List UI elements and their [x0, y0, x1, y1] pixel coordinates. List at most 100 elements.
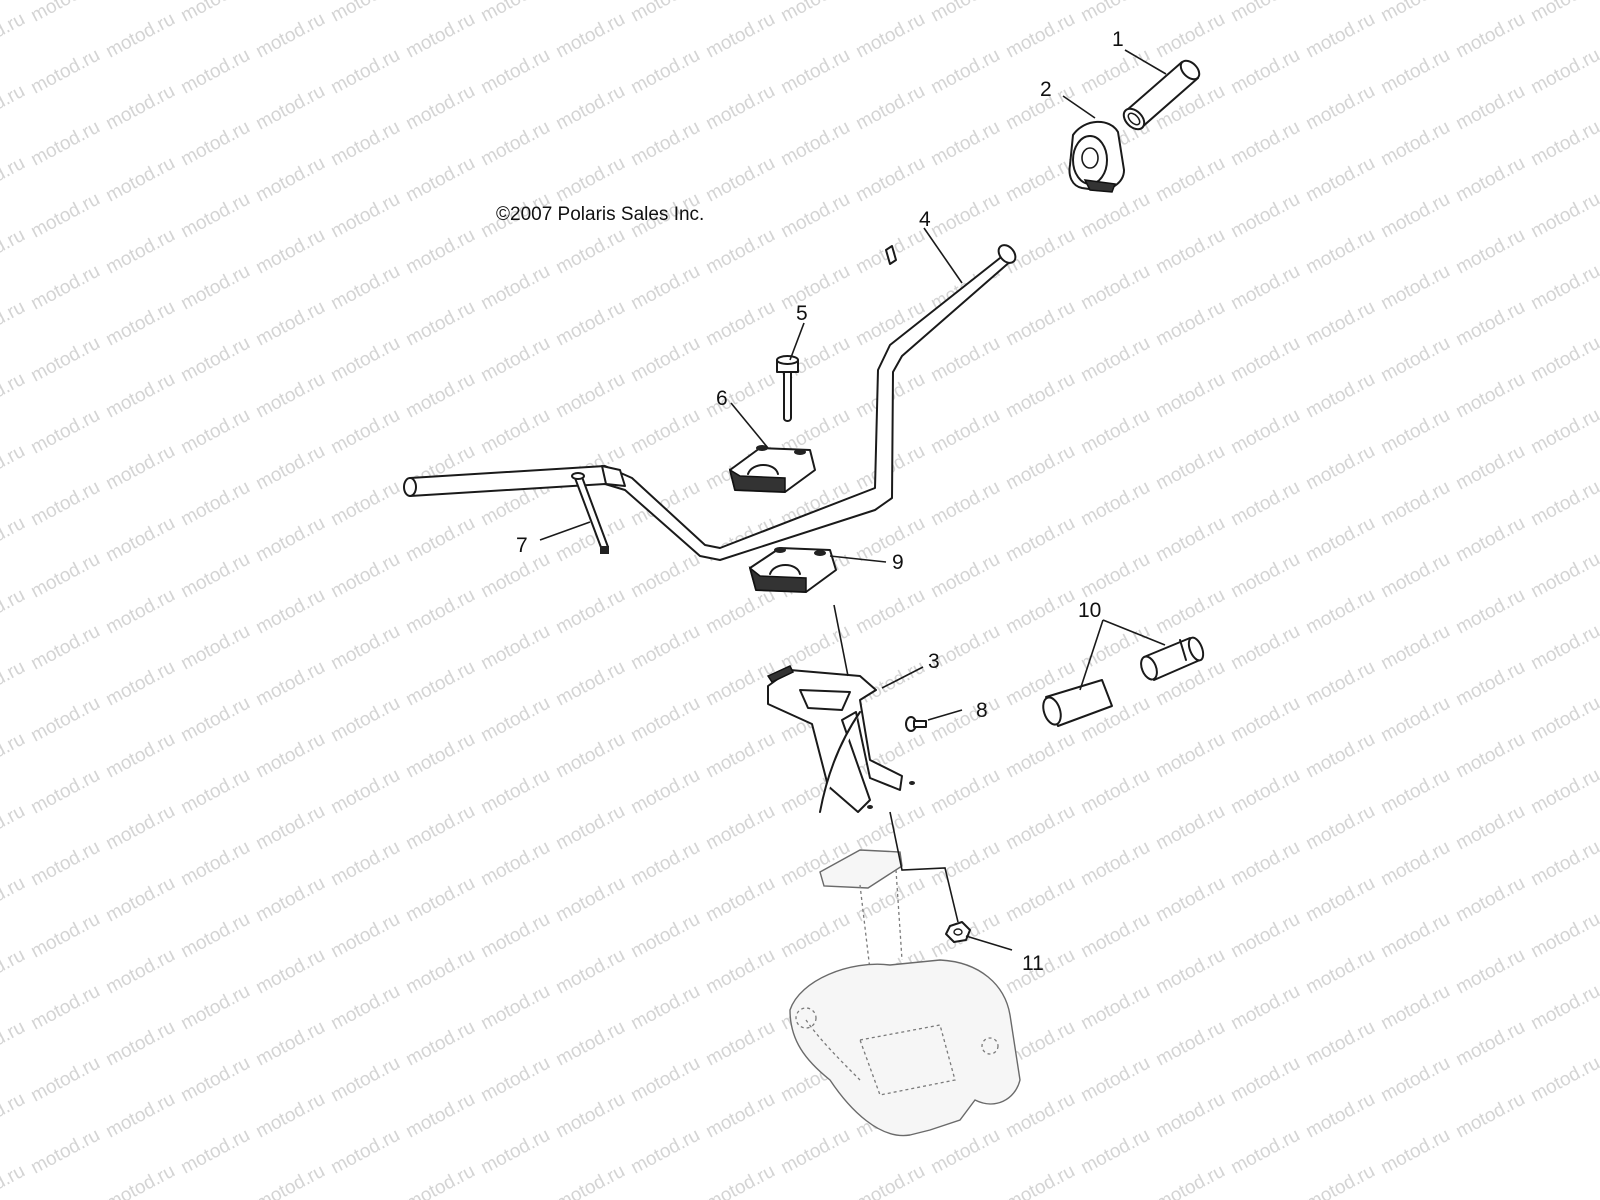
- watermark-text: motod.ru: [0, 513, 29, 567]
- watermark-text: motod.ru: [1002, 441, 1078, 495]
- watermark-text: motod.ru: [177, 0, 253, 26]
- watermark-text: motod.ru: [1152, 1017, 1228, 1071]
- watermark-text: motod.ru: [1452, 369, 1528, 423]
- watermark-text: motod.ru: [552, 873, 628, 927]
- watermark-text: motod.ru: [327, 0, 403, 26]
- watermark-text: motod.ru: [102, 225, 178, 279]
- watermark-text: motod.ru: [477, 621, 553, 675]
- watermark-text: motod.ru: [402, 945, 478, 999]
- watermark-text: motod.ru: [1227, 837, 1303, 891]
- watermark-text: motod.ru: [0, 81, 29, 135]
- watermark-text: motod.ru: [177, 45, 253, 99]
- watermark-text: motod.ru: [1377, 333, 1453, 387]
- watermark-text: motod.ru: [402, 153, 478, 207]
- watermark-text: motod.ru: [1302, 513, 1378, 567]
- watermark-text: motod.ru: [552, 9, 628, 63]
- watermark-text: motod.ru: [102, 441, 178, 495]
- watermark-text: motod.ru: [1377, 693, 1453, 747]
- watermark-text: motod.ru: [0, 945, 29, 999]
- watermark-text: motod.ru: [177, 765, 253, 819]
- watermark-text: motod.ru: [702, 1161, 778, 1200]
- watermark-text: motod.ru: [252, 9, 328, 63]
- watermark-text: motod.ru: [327, 189, 403, 243]
- watermark-text: motod.ru: [702, 801, 778, 855]
- watermark-text: motod.ru: [1227, 1053, 1303, 1107]
- watermark-text: motod.ru: [402, 657, 478, 711]
- watermark-text: motod.ru: [252, 441, 328, 495]
- watermark-text: motod.ru: [1152, 513, 1228, 567]
- upper-clamp-part: [728, 445, 816, 493]
- watermark-text: motod.ru: [1452, 9, 1528, 63]
- callout-4: 4: [919, 208, 931, 231]
- watermark-text: motod.ru: [252, 369, 328, 423]
- watermark-text: motod.ru: [177, 405, 253, 459]
- nut-part: [945, 921, 971, 943]
- watermark-text: motod.ru: [1002, 729, 1078, 783]
- watermark-text: motod.ru: [552, 297, 628, 351]
- watermark-text: motod.ru: [1077, 189, 1153, 243]
- watermark-text: motod.ru: [177, 549, 253, 603]
- watermark-text: motod.ru: [1527, 1053, 1600, 1107]
- grip-end-part: [1068, 120, 1125, 193]
- watermark-text: motod.ru: [927, 765, 1003, 819]
- watermark-text: motod.ru: [702, 153, 778, 207]
- watermark-text: motod.ru: [852, 81, 928, 135]
- watermark-text: motod.ru: [1302, 1089, 1378, 1143]
- watermark-text: motod.ru: [927, 0, 1003, 26]
- watermark-text: motod.ru: [252, 729, 328, 783]
- watermark-text: motod.ru: [852, 153, 928, 207]
- watermark-text: motod.ru: [1452, 153, 1528, 207]
- callouts: 1 2 3 4 5 6 7 8 9 10 11: [516, 28, 1124, 975]
- watermark-text: motod.ru: [1452, 945, 1528, 999]
- watermark-text: motod.ru: [1227, 405, 1303, 459]
- watermark-text: motod.ru: [177, 1125, 253, 1179]
- watermark-text: motod.ru: [402, 9, 478, 63]
- watermark-text: motod.ru: [27, 981, 103, 1035]
- watermark-text: motod.ru: [477, 981, 553, 1035]
- leader-lines: [539, 49, 1167, 951]
- callout-3: 3: [928, 650, 940, 673]
- watermark-text: motod.ru: [102, 153, 178, 207]
- grip-tube-part: [1122, 59, 1201, 131]
- watermark-text: motod.ru: [777, 1125, 853, 1179]
- watermark-text: motod.ru: [852, 513, 928, 567]
- watermark-text: motod.ru: [702, 1089, 778, 1143]
- watermark-text: motod.ru: [1377, 1125, 1453, 1179]
- watermark-text: motod.ru: [627, 909, 703, 963]
- watermark-text: motod.ru: [1227, 477, 1303, 531]
- watermark-text: motod.ru: [327, 405, 403, 459]
- watermark-text: motod.ru: [927, 117, 1003, 171]
- watermark-text: motod.ru: [1452, 441, 1528, 495]
- watermark-text: motod.ru: [327, 333, 403, 387]
- watermark-text: motod.ru: [1077, 261, 1153, 315]
- watermark-text: motod.ru: [1302, 945, 1378, 999]
- watermark-text: motod.ru: [552, 1161, 628, 1200]
- watermark-text: motod.ru: [1227, 765, 1303, 819]
- watermark-text: motod.ru: [1377, 837, 1453, 891]
- watermark-text: motod.ru: [327, 981, 403, 1035]
- watermark-text: motod.ru: [177, 693, 253, 747]
- watermark-text: motod.ru: [1077, 837, 1153, 891]
- watermark-text: motod.ru: [1002, 297, 1078, 351]
- watermark-text: motod.ru: [0, 801, 29, 855]
- lower-clamp-part: [748, 547, 837, 593]
- watermark-text: motod.ru: [0, 1017, 29, 1071]
- watermark-text: motod.ru: [252, 801, 328, 855]
- watermark-text: motod.ru: [0, 369, 29, 423]
- watermark-text: motod.ru: [0, 1161, 29, 1200]
- watermark-text: motod.ru: [102, 801, 178, 855]
- watermark-text: motod.ru: [702, 1017, 778, 1071]
- watermark-text: motod.ru: [1302, 297, 1378, 351]
- watermark-text: motod.ru: [402, 369, 478, 423]
- watermark-text: motod.ru: [1152, 297, 1228, 351]
- watermark-text: motod.ru: [1227, 621, 1303, 675]
- watermark-text: motod.ru: [27, 549, 103, 603]
- watermark-text: motod.ru: [252, 81, 328, 135]
- watermark-text: motod.ru: [1302, 1017, 1378, 1071]
- watermark-text: motod.ru: [1152, 945, 1228, 999]
- watermark-text: motod.ru: [1377, 909, 1453, 963]
- watermark-text: motod.ru: [1077, 333, 1153, 387]
- watermark-text: motod.ru: [402, 225, 478, 279]
- watermark-text: motod.ru: [402, 729, 478, 783]
- watermark-text: motod.ru: [327, 693, 403, 747]
